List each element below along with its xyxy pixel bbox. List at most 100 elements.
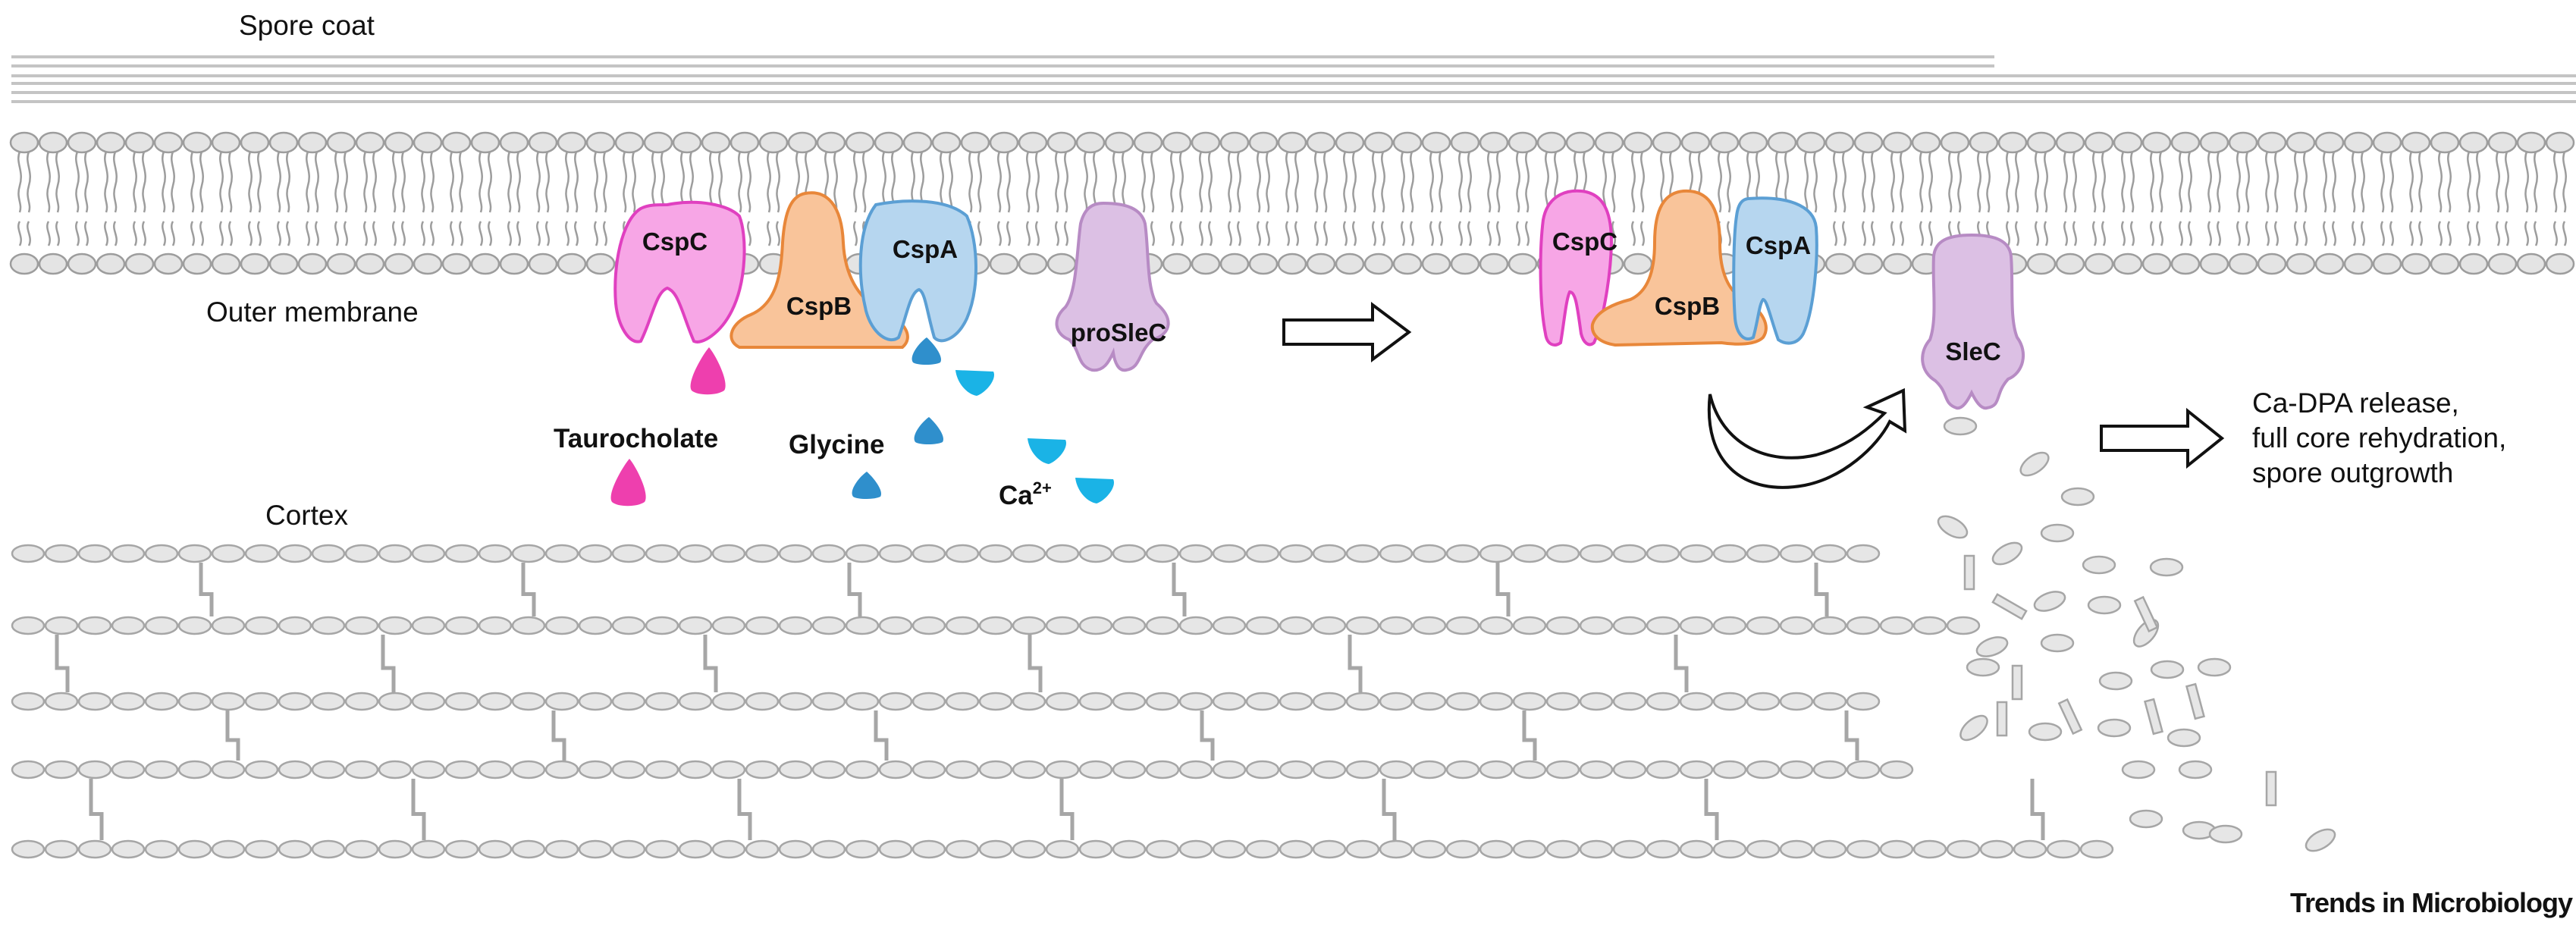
glycan-unit (678, 760, 713, 779)
glycan-unit (1812, 616, 1847, 635)
taurocholate-triangle (610, 459, 646, 507)
glycan-unit (1812, 760, 1847, 779)
glycan-unit (111, 616, 146, 635)
peptide-crosslink (1348, 635, 1363, 692)
glycan-fragment (1991, 541, 2023, 566)
lipid-pair (557, 131, 587, 275)
glycan-unit (1078, 692, 1113, 711)
lipid-pair (2084, 131, 2114, 275)
glycan-unit (711, 616, 746, 635)
peptide-fragment (2057, 698, 2083, 736)
peptide-crosslink (1028, 635, 1043, 692)
lipid-pair (2343, 131, 2374, 275)
outcome-arrow (2100, 407, 2225, 469)
glycan-unit (1846, 760, 1881, 779)
lipid-pair (96, 131, 126, 275)
lipid-pair (470, 131, 500, 275)
glycan-unit (11, 760, 45, 779)
glycan-unit (278, 616, 312, 635)
glycan-unit (1612, 760, 1647, 779)
cortex-label: Cortex (265, 500, 348, 531)
glycan-unit (778, 760, 813, 779)
cspc-label-activated: CspC (1552, 227, 1617, 256)
glycan-unit (411, 760, 446, 779)
lipid-pair (2170, 131, 2201, 275)
glycan-unit (411, 839, 446, 859)
peptide-crosslink (1844, 710, 1859, 761)
glycan-unit (511, 760, 546, 779)
lipid-pair (211, 131, 241, 275)
glycan-fragment (2129, 809, 2163, 829)
peptide-crosslink (55, 635, 70, 692)
glycan-unit (378, 616, 413, 635)
lipid-pair (2372, 131, 2402, 275)
cspc-label: CspC (642, 227, 708, 256)
text-labels: Spore coat Outer membrane Cortex Tauroch… (206, 10, 2574, 918)
lipid-pair (297, 131, 328, 275)
glycan-unit (544, 760, 579, 779)
peptide-crosslink (1382, 779, 1397, 840)
glycan-unit (1445, 692, 1480, 711)
glycan-unit (1279, 839, 1313, 859)
lipid-pair (67, 131, 97, 275)
glycan-unit (177, 692, 212, 711)
glycan-unit (44, 760, 79, 779)
glycan-unit (344, 760, 379, 779)
glycan-unit (1646, 692, 1680, 711)
lipid-pair (1277, 131, 1307, 275)
glycan-unit (1746, 692, 1781, 711)
glycan-unit (1112, 760, 1147, 779)
glycan-unit (1379, 616, 1414, 635)
glycan-fragment (2305, 828, 2336, 852)
glycan-unit (578, 839, 613, 859)
glycan-unit (144, 839, 179, 859)
glycan-unit (1312, 692, 1347, 711)
glycan-unit (645, 692, 679, 711)
outcome-label: Ca-DPA release, full core rehydration, s… (2252, 387, 2515, 488)
lipid-pair (1191, 131, 1221, 275)
lipid-pair (2199, 131, 2229, 275)
taurocholate-triangle (690, 347, 726, 395)
glycan-unit (2046, 839, 2081, 859)
lipid-pair (1421, 131, 1451, 275)
glycan-unit (711, 692, 746, 711)
sle-label: SleC (1945, 337, 2000, 365)
glycan-unit (44, 692, 79, 711)
glycan-unit (211, 692, 246, 711)
glycan-unit (278, 692, 312, 711)
glycan-unit (1746, 839, 1781, 859)
glycan-unit (1212, 616, 1247, 635)
glycan-unit (2079, 839, 2114, 859)
glycan-unit (1812, 544, 1847, 563)
cspb-label-activated: CspB (1655, 292, 1720, 320)
right-csp-complex: CspC CspB CspA SleC (1539, 189, 2025, 410)
cspa-label-activated: CspA (1746, 231, 1811, 259)
glycan-unit (1912, 839, 1947, 859)
glycan-unit (1679, 616, 1714, 635)
glycan-unit (911, 839, 946, 859)
glycan-unit (1512, 616, 1547, 635)
glycan-unit (11, 616, 45, 635)
outer-membrane-bilayer (9, 131, 2575, 275)
germinant-molecules (610, 337, 1114, 507)
peptide-crosslink (225, 710, 240, 761)
peptide-crosslink (1495, 563, 1511, 616)
glycan-unit (1646, 544, 1680, 563)
glycan-unit (778, 692, 813, 711)
glycan-unit (1012, 544, 1046, 563)
glycan-unit (945, 839, 980, 859)
glycan-unit (444, 760, 479, 779)
glycan-unit (77, 616, 112, 635)
glycan-unit (511, 616, 546, 635)
glycan-unit (144, 692, 179, 711)
glycan-unit (478, 692, 513, 711)
glycan-unit (378, 839, 413, 859)
glycan-unit (44, 839, 79, 859)
glycan-unit (278, 839, 312, 859)
glycan-unit (444, 692, 479, 711)
glycan-unit (11, 692, 45, 711)
glycan-unit (878, 692, 913, 711)
glycan-unit (845, 544, 880, 563)
glycan-unit (211, 544, 246, 563)
glycan-unit (578, 692, 613, 711)
